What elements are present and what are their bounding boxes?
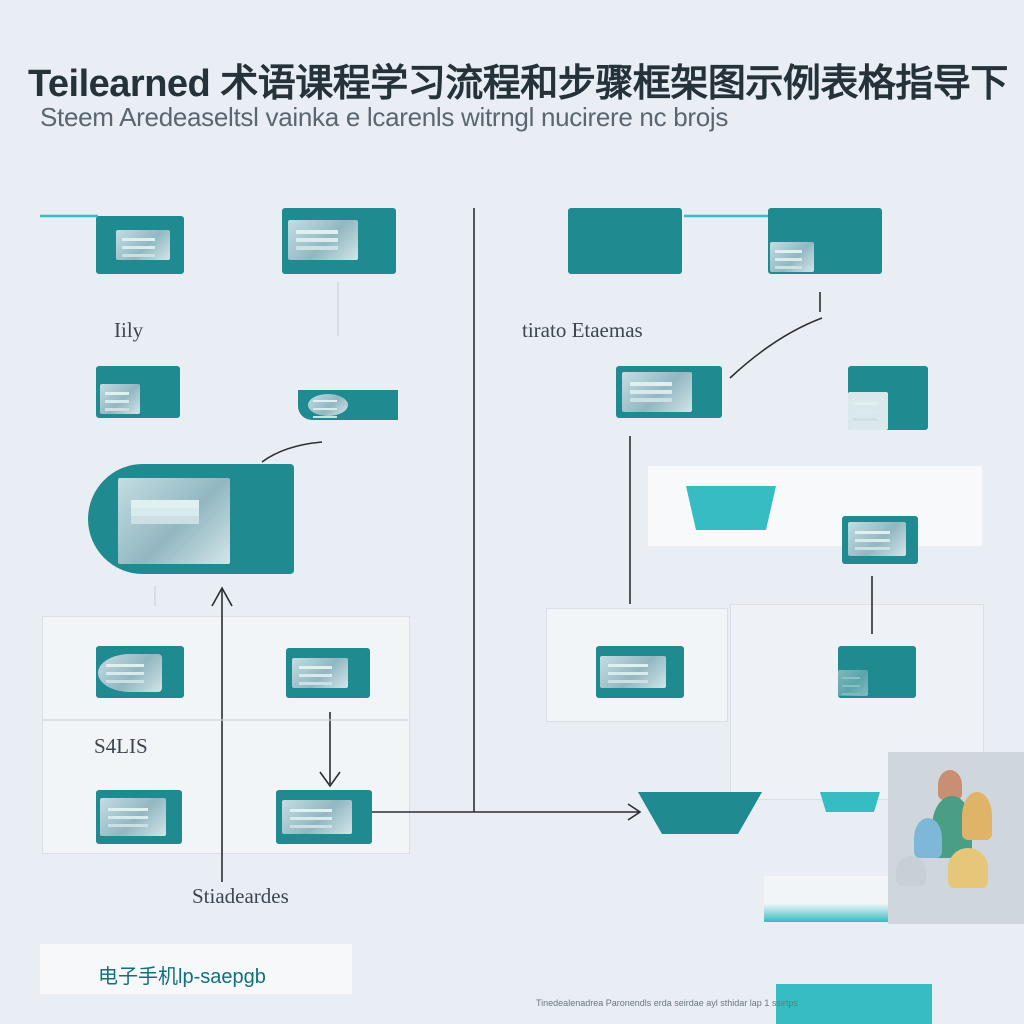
node-right-row4-1 (596, 646, 684, 698)
funnel-right-upper (686, 486, 776, 530)
teal-strip-footer (776, 984, 932, 1024)
curved-connector-left (261, 441, 323, 463)
node-right-row2-1 (616, 366, 722, 418)
diagram-title: Teilearned 术语课程学习流程和步骤框架图示例表格指导下 (28, 63, 1008, 105)
funnel-bottom-center (638, 792, 762, 834)
label-left-middle: S4LIS (94, 734, 148, 758)
funnel-bottom-right (820, 792, 880, 812)
arrow-head-down (319, 771, 341, 788)
node-top-left-2 (282, 208, 396, 274)
node-left-row2-2 (298, 390, 398, 420)
footer-box (40, 944, 352, 994)
label-left-bottom: Stiadeardes (192, 884, 289, 908)
node-top-right-1 (568, 208, 682, 274)
node-right-row4-2 (838, 646, 916, 698)
arrow-head-up (211, 586, 233, 607)
footer-label: 电子手机lp-saepgb (98, 966, 266, 988)
node-left-row5-2 (276, 790, 372, 844)
node-right-row2-2 (848, 366, 928, 430)
credit-text: Tinedealenadrea Paronendls erda seirdae … (536, 998, 798, 1008)
node-left-row2-1 (96, 366, 180, 418)
node-top-left-1 (96, 216, 184, 274)
people-illustration (888, 752, 1024, 924)
node-right-mid (842, 516, 918, 564)
node-left-row4-1 (96, 646, 184, 698)
diagram-subtitle: Steem Aredeaseltsl vainka e lcarenls wit… (40, 102, 729, 132)
label-right-upper: tirato Etaemas (522, 318, 643, 342)
label-left-upper: Iily (114, 318, 144, 342)
node-left-row4-2 (286, 648, 370, 698)
node-top-right-2 (768, 208, 882, 274)
node-main-left (88, 464, 294, 574)
node-left-row5-1 (96, 790, 182, 844)
curved-connector-right (729, 317, 823, 379)
